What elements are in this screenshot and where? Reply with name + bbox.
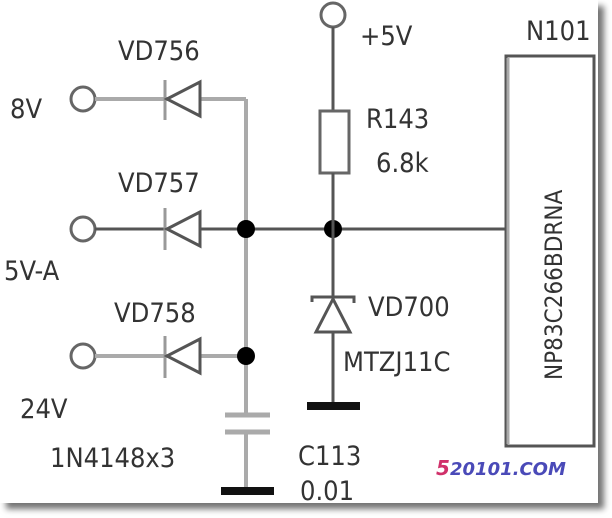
watermark-prefix: 5 <box>436 456 450 480</box>
diode-vd758-icon <box>163 336 202 378</box>
junction-dot <box>237 347 255 365</box>
label-c113-value: 0.01 <box>300 476 354 507</box>
label-5v-a: 5V-A <box>4 256 60 287</box>
zener-vd700-icon <box>310 295 356 334</box>
diode-vd757-icon <box>163 208 202 250</box>
ground-zener-icon <box>307 402 360 410</box>
diode-vd756-icon <box>163 79 202 120</box>
label-plus-5v: +5V <box>360 21 413 52</box>
label-n101: N101 <box>526 16 591 47</box>
terminal-24v <box>69 342 97 370</box>
capacitor-c113-icon <box>225 412 270 435</box>
ic-n101-body <box>504 54 596 448</box>
label-r143: R143 <box>366 104 429 135</box>
watermark-text: 20101.COM <box>450 459 566 480</box>
schematic-frame: 8V VD756 5V-A VD757 24V VD758 1N4148x3 C… <box>4 1 596 507</box>
label-diode-part: 1N4148x3 <box>50 443 175 474</box>
terminal-5v-a <box>69 215 97 243</box>
label-r143-value: 6.8k <box>376 148 429 179</box>
label-8v: 8V <box>10 94 42 125</box>
terminal-8v <box>69 85 97 113</box>
label-ic-part: NP83C266BDRNA <box>540 189 568 380</box>
label-vd757: VD757 <box>118 168 200 199</box>
label-vd700: VD700 <box>368 292 450 323</box>
terminal-5v-supply <box>319 1 347 29</box>
label-c113: C113 <box>298 441 361 472</box>
label-24v: 24V <box>20 394 68 425</box>
junction-dot <box>237 220 255 238</box>
ground-cap-icon <box>221 487 274 495</box>
label-vd756: VD756 <box>118 36 200 67</box>
label-mtzj11c: MTZJ11C <box>343 347 450 378</box>
label-vd758: VD758 <box>114 298 196 329</box>
resistor-r143-icon <box>318 109 351 175</box>
